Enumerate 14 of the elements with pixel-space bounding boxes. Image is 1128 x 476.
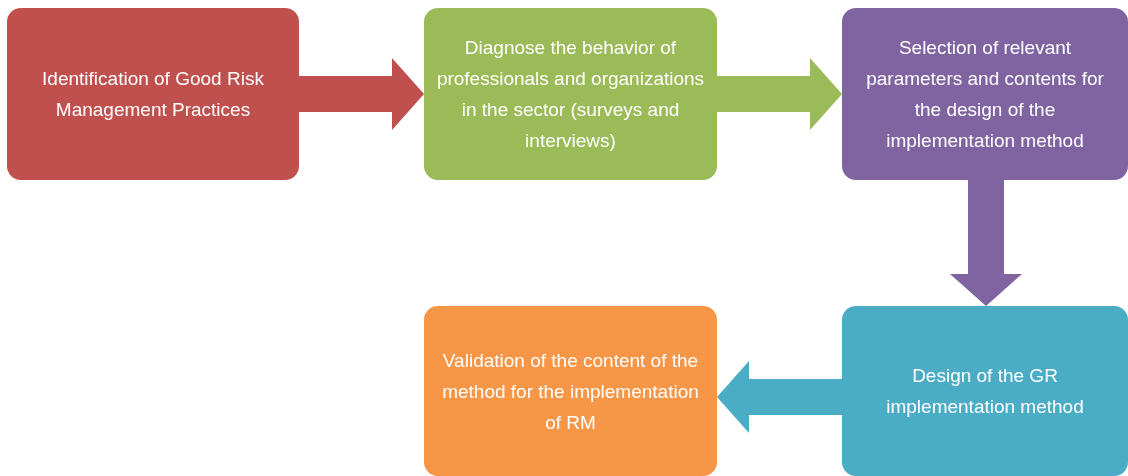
box-text: Identification of Good Risk Management Practices xyxy=(41,67,265,122)
process-box xyxy=(424,306,717,476)
process-box xyxy=(842,306,1128,476)
block-arrow xyxy=(717,58,842,130)
box-text: Diagnose the behavior of professionals and organizations in the sector (surveys and interviews) xyxy=(436,36,705,153)
process-box xyxy=(7,8,299,180)
box-text: Validation of the content of the method for the implementation of RM xyxy=(441,348,700,435)
process-box xyxy=(842,8,1128,180)
process-box xyxy=(424,8,717,180)
box-text: Design of the GR implementation method xyxy=(885,364,1085,419)
block-arrow xyxy=(950,180,1022,306)
block-arrow xyxy=(299,58,424,130)
box-text: Selection of relevant parameters and contents for the design of the implementation method xyxy=(865,36,1105,153)
block-arrow xyxy=(717,361,842,433)
